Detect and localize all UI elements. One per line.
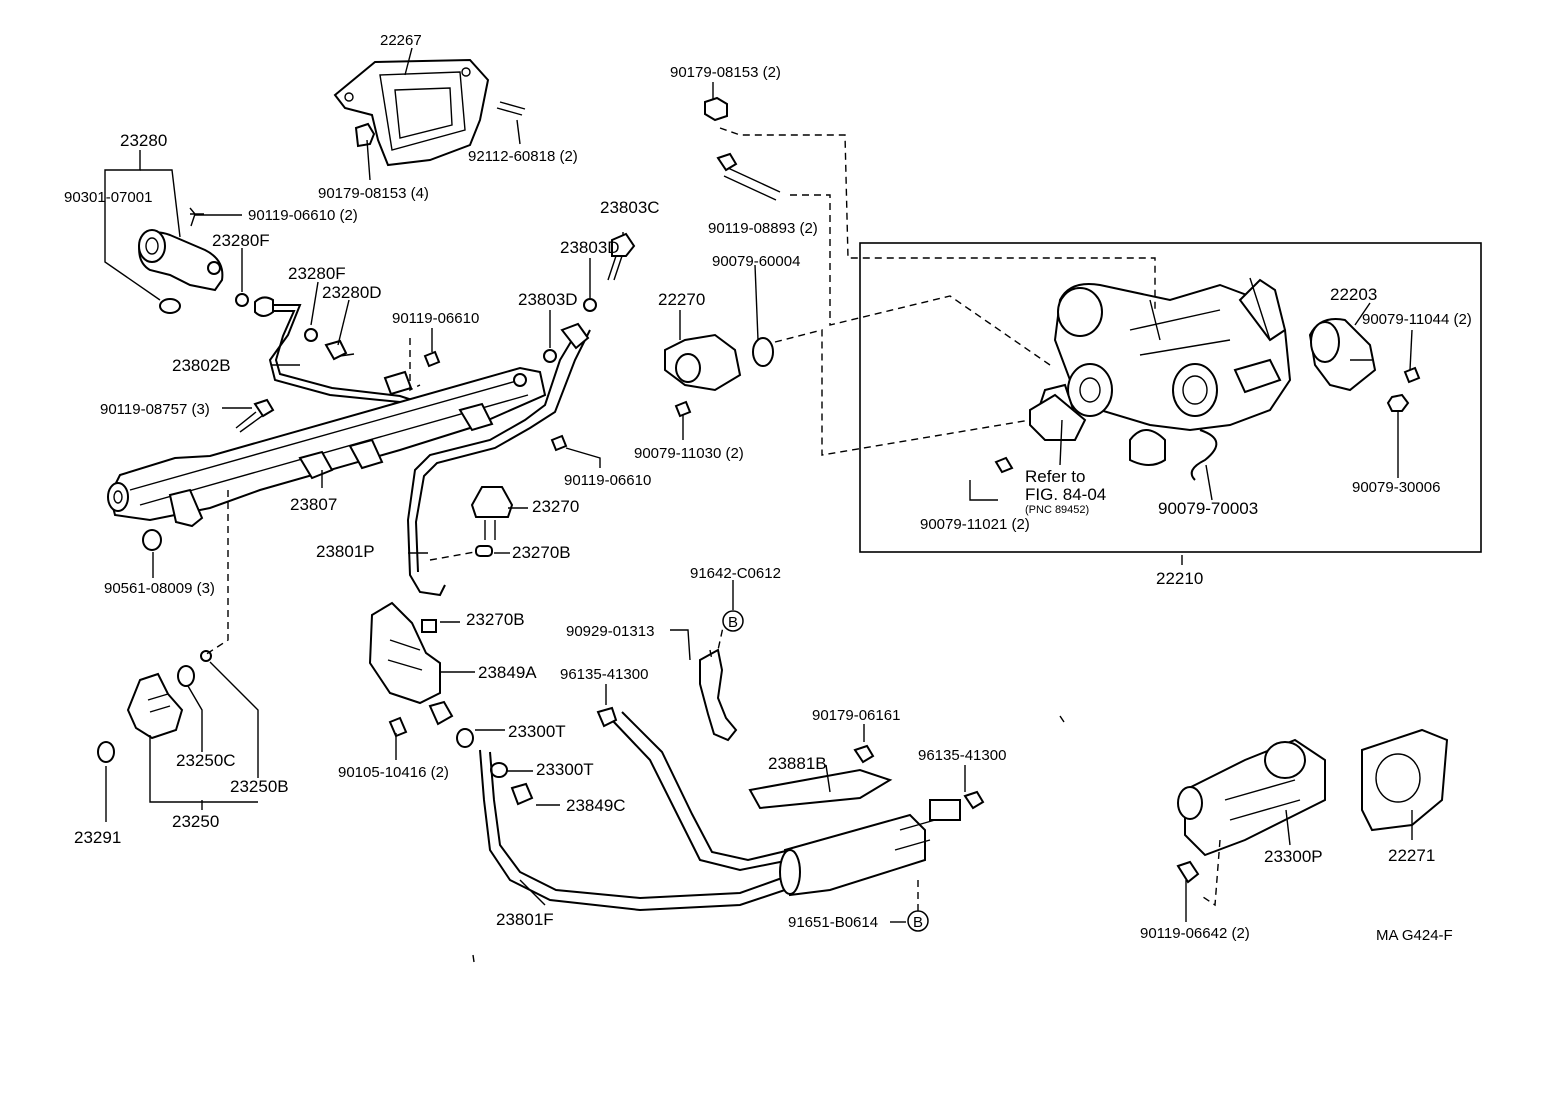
part-labels: 22267 23280 90301-07001 90119-06610 (2) … (64, 32, 1472, 942)
part-label: 23803C (600, 198, 660, 217)
part-label: 23801F (496, 910, 554, 929)
pressure-regulator-23280 (138, 207, 355, 361)
throttle-body-22210 (1033, 277, 1292, 481)
grommet-90561-08009 (142, 529, 162, 551)
part-label: 22267 (380, 32, 422, 49)
part-label: 23849C (566, 796, 626, 815)
gasket-22271 (1361, 728, 1449, 832)
return-hose-inner (621, 711, 791, 862)
part-label: 90119-08757 (3) (100, 401, 210, 418)
part-label: 90105-10416 (2) (338, 764, 449, 781)
marker-b-bottom: B (907, 910, 929, 932)
fuel-pipe-23802B (268, 304, 413, 407)
pipe-support-23849A (368, 601, 534, 806)
fuel-hose-23801F-inner (489, 751, 783, 900)
nut-90179-08153 (704, 96, 728, 122)
part-label: 96135-41300 (560, 666, 648, 683)
part-label: 90301-07001 (64, 189, 152, 206)
part-label: 23300T (508, 722, 566, 741)
part-label: 90119-06610 (2) (248, 207, 358, 224)
air-valve-22270 (664, 333, 742, 418)
idle-speed-control-23300P (1176, 738, 1326, 884)
part-label: 91642-C0612 (690, 565, 781, 582)
part-label: 90079-11021 (2) (920, 516, 1030, 533)
part-label: 23250B (230, 777, 289, 796)
part-label: 23250C (176, 751, 236, 770)
fuel-pipe-assembly (596, 706, 985, 897)
bolt-90119-06610 (423, 350, 441, 368)
part-label: 22203 (1330, 285, 1377, 304)
marker-b-top: B (722, 610, 744, 632)
refer-to-line-2: FIG. 84-04 (1025, 485, 1106, 504)
part-label: 90179-08153 (4) (318, 185, 429, 202)
diagram-id: MA G424-F (1376, 927, 1453, 944)
part-label: 90179-06161 (812, 707, 900, 724)
part-label: 23291 (74, 828, 121, 847)
part-label: 90079-60004 (712, 253, 800, 270)
part-label: 23280 (120, 131, 167, 150)
marker-b-top-letter: B (728, 614, 738, 631)
bolt-90119-08893 (716, 152, 738, 172)
fuel-hose-23801F (479, 749, 801, 912)
part-label: 23802B (172, 356, 231, 375)
reference-dashed-lines (204, 127, 1221, 915)
bolt-90119-08757 (253, 398, 275, 418)
part-label: 90079-11044 (2) (1362, 311, 1472, 328)
part-label: 23280F (288, 264, 346, 283)
refer-to-line-3: (PNC 89452) (1025, 504, 1089, 516)
part-label: 90079-70003 (1158, 499, 1258, 518)
part-label: 90119-06610 (392, 310, 479, 327)
part-label: 90561-08009 (3) (104, 580, 215, 597)
part-label: 23270B (466, 610, 525, 629)
throttle-sensor-22203 (1308, 318, 1421, 412)
bolt-90079-11021 (994, 456, 1014, 474)
part-label: 23280F (212, 231, 270, 250)
part-label: 92112-60818 (2) (468, 148, 578, 165)
return-hose (611, 719, 791, 872)
part-label: 23280D (322, 283, 382, 302)
part-label: 23300P (1264, 847, 1323, 866)
refer-to-line-1: Refer to (1025, 467, 1085, 486)
leader-lines (104, 47, 1413, 963)
fuel-pipe-23802B-inner (272, 310, 413, 401)
part-label: 23803D (560, 238, 620, 257)
part-label: 23881B (768, 754, 827, 773)
part-label: 90119-06642 (2) (1140, 925, 1250, 942)
part-label: 91651-B0614 (788, 914, 878, 931)
part-label: 23801P (316, 542, 375, 561)
part-label: 22210 (1156, 569, 1203, 588)
part-label: 90929-01313 (566, 623, 654, 640)
part-label: 23849A (478, 663, 537, 682)
fuel-pipe-23801P (406, 334, 576, 597)
bolt-90119-06610-b (550, 434, 568, 452)
part-label: 90119-08893 (2) (708, 220, 818, 237)
part-label: 23270 (532, 497, 579, 516)
part-label: 96135-41300 (918, 747, 1006, 764)
part-label: 90079-30006 (1352, 479, 1440, 496)
marker-b-bottom-letter: B (913, 914, 923, 931)
part-label: 90079-11030 (2) (634, 445, 744, 462)
part-label: 23250 (172, 812, 219, 831)
refer-to-note: Refer to FIG. 84-04 (PNC 89452) (1025, 467, 1106, 516)
fuel-damper-23270 (470, 486, 514, 557)
gasket-90079-60004 (752, 337, 774, 367)
part-label: 23807 (290, 495, 337, 514)
part-label: 90179-08153 (2) (670, 64, 781, 81)
fuel-injector-23250 (97, 650, 212, 763)
fuel-rail-23807 (107, 366, 547, 528)
part-label: 22271 (1388, 846, 1435, 865)
tps-sensor-bracket (1029, 393, 1087, 441)
part-label: 23270B (512, 543, 571, 562)
part-label: 23300T (536, 760, 594, 779)
part-label: 90119-06610 (564, 472, 651, 489)
bracket-22267 (333, 58, 526, 167)
clamp-90929-01313 (699, 648, 738, 742)
throttle-body-group-frame (859, 242, 1482, 553)
part-label: 23803D (518, 290, 578, 309)
fuel-pipe-23801P-inner (414, 329, 591, 573)
part-label: 22270 (658, 290, 705, 309)
